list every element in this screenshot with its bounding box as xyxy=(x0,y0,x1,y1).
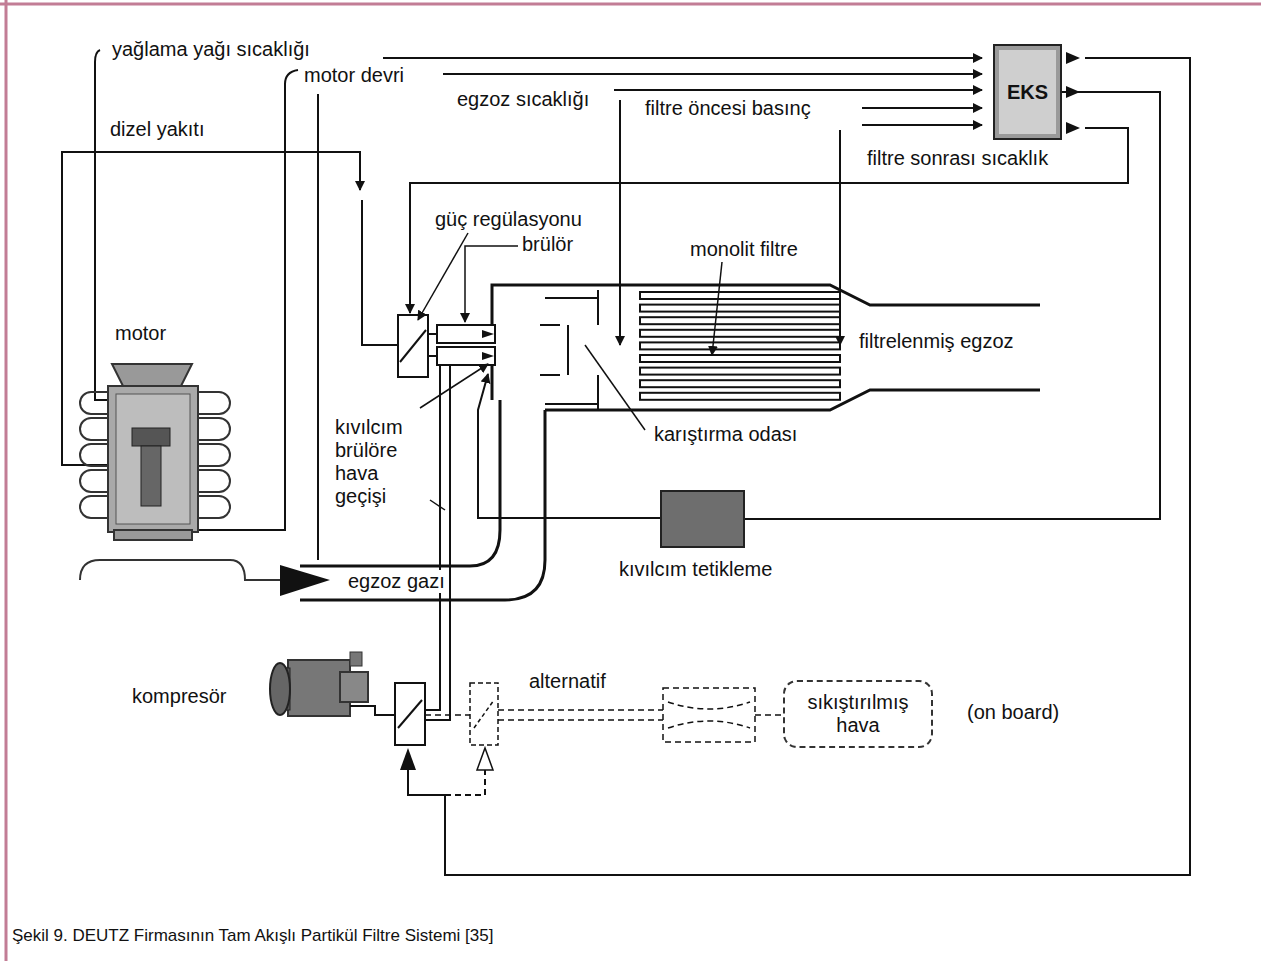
label: kompresör xyxy=(130,685,228,708)
label: filtre öncesi basınç xyxy=(643,97,813,120)
figure-caption: Şekil 9. DEUTZ Firmasının Tam Akışlı Par… xyxy=(12,926,493,946)
label: yağlama yağı sıcaklığı xyxy=(110,38,312,61)
node-text: kıvılcım tetikleme xyxy=(617,558,774,581)
label: monolit filtre xyxy=(688,238,800,261)
node-text: EKS xyxy=(1007,81,1048,104)
label: egzoz sıcaklığı xyxy=(455,88,591,111)
label: filtrelenmiş egzoz xyxy=(857,330,1016,353)
label: motor devri xyxy=(302,64,406,87)
label: alternatif xyxy=(527,670,608,693)
label: motor xyxy=(113,322,168,345)
label: brülör xyxy=(520,233,575,256)
label: kıvılcım brülöre hava geçişi xyxy=(333,416,419,508)
label: filtre sonrası sıcaklık xyxy=(865,147,1050,170)
label: egzoz gazı xyxy=(346,570,447,593)
label: güç regülasyonu xyxy=(433,208,584,231)
control-unit: EKS xyxy=(993,44,1062,140)
label: karıştırma odası xyxy=(652,423,799,446)
spark-trigger-box: kıvılcım tetikleme xyxy=(660,490,745,548)
label: (on board) xyxy=(965,701,1061,724)
label: dizel yakıtı xyxy=(108,118,206,141)
compressed-air-tank: sıkıştırılmış hava xyxy=(783,680,933,748)
signal-line xyxy=(745,92,1160,519)
node-text: sıkıştırılmış hava xyxy=(793,691,923,737)
